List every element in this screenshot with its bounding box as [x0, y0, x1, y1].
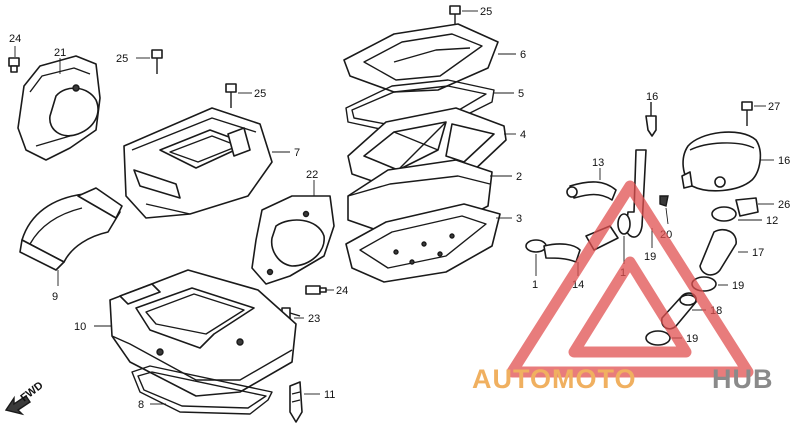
watermark-logo: AUTOMOTO HUB — [472, 180, 774, 394]
callout-5: 5 — [518, 88, 524, 100]
clip-26 — [659, 195, 669, 207]
clamp-19-c — [645, 330, 671, 346]
callout-4: 4 — [520, 129, 526, 141]
bolt-25-top — [449, 5, 461, 26]
callout-9: 9 — [52, 291, 58, 303]
callout-19-a: 12 — [766, 215, 778, 227]
callout-2: 2 — [516, 171, 522, 183]
forward-direction-arrow: FWD — [4, 379, 46, 416]
fwd-label: FWD — [18, 379, 45, 404]
air-box-upper-7 — [123, 107, 273, 219]
bolt-25-box — [225, 83, 237, 108]
reservoir-tank-16 — [681, 131, 762, 192]
clamp-19-a — [711, 206, 737, 222]
seal-5 — [345, 79, 495, 133]
clamp-1-a — [525, 239, 547, 253]
base-tray-3 — [345, 203, 501, 283]
callout-16-right: 16 — [778, 155, 790, 167]
clip-11 — [289, 381, 303, 423]
clamp-20 — [735, 197, 759, 217]
callout-21: 21 — [54, 47, 66, 59]
callout-8: 8 — [138, 399, 144, 411]
callout-25-top: 25 — [480, 6, 492, 18]
cover-6 — [343, 23, 499, 93]
hose-17 — [699, 228, 737, 276]
callout-25-box: 25 — [254, 88, 266, 100]
watermark-triangle — [506, 180, 754, 378]
side-cover-21 — [17, 55, 101, 161]
callout-7: 7 — [294, 147, 300, 159]
callout-16-top: 16 — [646, 91, 658, 103]
watermark-text-hub: HUB — [712, 364, 774, 394]
fitting-16-top — [645, 102, 657, 137]
bolt-25-mid — [151, 49, 163, 74]
intake-duct-9 — [19, 187, 123, 271]
hose-13 — [566, 181, 617, 201]
bolt-27 — [741, 101, 753, 126]
callout-24-bottom: 24 — [336, 285, 348, 297]
air-box-lower-10 — [109, 269, 297, 397]
callout-27: 27 — [768, 101, 780, 113]
bolt-24-bottom — [305, 285, 327, 295]
callout-22: 22 — [306, 169, 318, 181]
callout-13: 13 — [592, 157, 604, 169]
callout-20: 26 — [778, 199, 790, 211]
callout-1-a: 1 — [532, 279, 538, 291]
side-cover-22 — [251, 195, 335, 285]
callout-12: 19 — [644, 251, 656, 263]
callout-11: 11 — [324, 389, 335, 401]
watermark-text-automoto: AUTOMOTO — [472, 364, 637, 394]
callout-17: 17 — [752, 247, 764, 259]
callout-25-mid: 25 — [116, 53, 128, 65]
callout-19-c: 19 — [686, 333, 698, 345]
clamp-1-b — [617, 213, 631, 235]
bolt-24-left — [8, 57, 20, 73]
callout-24-left: 24 — [9, 33, 21, 45]
callout-23: 23 — [308, 313, 320, 325]
callout-19-b: 19 — [732, 280, 744, 292]
callout-10: 10 — [74, 321, 86, 333]
callout-3: 3 — [516, 213, 522, 225]
gasket-8 — [131, 365, 273, 415]
callout-6: 6 — [520, 49, 526, 61]
